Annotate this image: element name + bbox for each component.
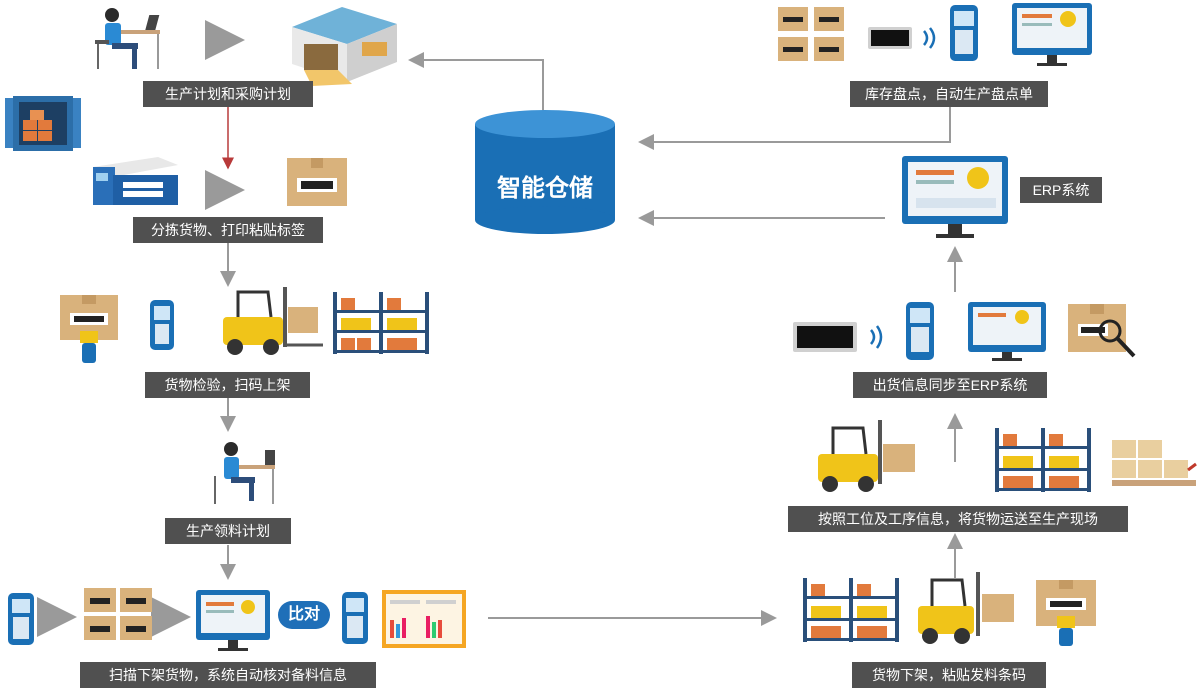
handheld-scanner-icon-3 [342, 592, 368, 644]
step-unload-label: 货物下架，粘贴发料条码 [852, 662, 1046, 688]
step-sync-label: 出货信息同步至ERP系统 [853, 372, 1047, 398]
forklift-icon [223, 287, 323, 355]
step-material-plan-label: 生产领料计划 [165, 518, 291, 544]
rfid-tag-icon-2 [793, 322, 883, 352]
erp-monitor-icon [902, 156, 1008, 238]
step-sort-label: 分拣货物、打印粘贴标签 [133, 217, 323, 243]
forklift-icon-3 [918, 572, 1014, 644]
shelf-icon-3 [803, 578, 899, 642]
step-plan-label: 生产计划和采购计划 [143, 81, 313, 107]
step-erp-label: ERP系统 [1020, 177, 1102, 203]
step-inventory-label: 库存盘点，自动生产盘点单 [850, 81, 1048, 107]
boxes-grid-icon [84, 588, 152, 640]
monitor-icon-3 [968, 302, 1046, 361]
step-scan-check-label: 扫描下架货物，系统自动核对备料信息 [80, 662, 376, 688]
step-transport-label: 按照工位及工序信息，将货物运送至生产现场 [788, 506, 1128, 532]
dashboard-panel-icon [382, 590, 466, 648]
step-inspect-label: 货物检验，扫码上架 [145, 372, 310, 398]
boxes-grid-icon-2 [778, 7, 844, 61]
monitor-icon [196, 590, 270, 651]
handheld-scanner-icon-5 [906, 302, 934, 360]
handheld-scanner-icon-4 [950, 5, 978, 61]
worker-desk-icon-2 [214, 442, 275, 504]
worker-desk-icon [95, 8, 160, 69]
scanner-box-icon-2 [1036, 580, 1096, 646]
barcode-box-icon [287, 158, 347, 206]
container-icon [5, 96, 81, 151]
compare-badge: 比对 [278, 601, 330, 629]
monitor-icon-2 [1012, 3, 1092, 66]
magnifier-box-icon [1068, 304, 1136, 358]
rfid-tag-icon [868, 27, 936, 49]
pallet-boxes-icon [1112, 440, 1197, 486]
forklift-icon-2 [818, 420, 915, 492]
database-cylinder [475, 110, 615, 234]
center-label: 智能仓储 [497, 175, 593, 202]
label-printer-icon [93, 157, 178, 205]
handheld-scanner-icon [150, 300, 174, 350]
scanner-box-icon [60, 295, 118, 363]
shelf-icon [333, 292, 429, 354]
shelf-icon-2 [995, 428, 1091, 492]
handheld-scanner-icon-2 [8, 593, 34, 645]
warehouse-icon [292, 7, 397, 86]
